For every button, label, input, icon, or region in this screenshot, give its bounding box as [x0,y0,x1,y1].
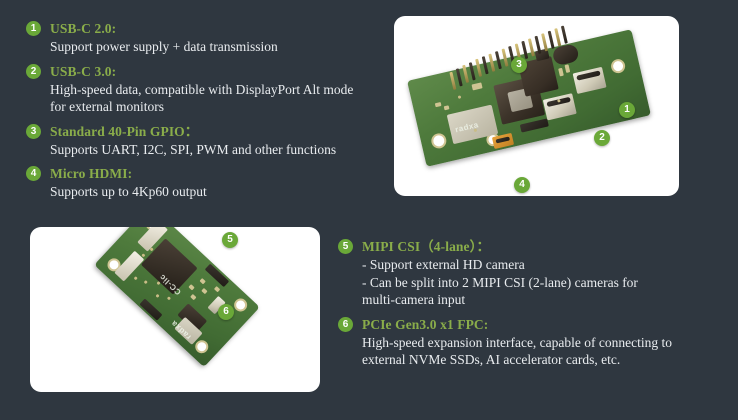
image-callout-4: 4 [514,177,530,193]
callout-badge-5: 5 [338,239,353,254]
spec-line: High-speed expansion interface, capable … [362,334,672,350]
spec-list-bottom: 5 MIPI CSI（4-lane）： - Support external H… [338,238,708,369]
spec-list-top: 1 USB-C 2.0: Support power supply + data… [26,20,376,201]
image-callout-6: 6 [218,304,234,320]
spec-title-usb-c-3: USB-C 3.0: [50,63,117,79]
photo-card-bottom: radxa CC-lic 5 6 [30,227,320,392]
spec-item-mipi-csi: 5 MIPI CSI（4-lane）： - Support external H… [338,238,708,309]
callout-badge-3: 3 [26,123,41,139]
spec-title-usb-c-2: USB-C 2.0: [50,21,117,36]
spec-item-usb-c-2: 1 USB-C 2.0: Support power supply + data… [26,20,376,56]
callout-badge-4: 4 [26,166,41,181]
spec-title-micro-hdmi: Micro HDMI: [50,166,133,181]
image-callout-1: 1 [619,102,635,118]
spec-item-pcie-fpc: 6 PCIe Gen3.0 x1 FPC: High-speed expansi… [338,316,708,369]
callout-badge-6: 6 [338,316,353,332]
spec-line: Supports up to 4Kp60 output [50,184,207,199]
spec-line: external NVMe SSDs, AI accelerator cards… [362,352,621,367]
image-callout-2: 2 [594,130,610,146]
callout-badge-1: 1 [26,21,41,36]
spec-item-usb-c-3: 2 USB-C 3.0: High-speed data, compatible… [26,63,376,116]
spec-line: - Can be split into 2 MIPI CSI (2-lane) … [362,274,638,290]
spec-body-gpio: Supports UART, I2C, SPI, PWM and other f… [50,141,376,159]
spec-item-micro-hdmi: 4 Micro HDMI: Supports up to 4Kp60 outpu… [26,165,376,201]
pcb-body-bottom: radxa CC-lic [94,227,260,368]
spec-line: for external monitors [50,99,164,114]
spec-body-mipi-csi: - Support external HD camera - Can be sp… [362,256,708,309]
spec-line: High-speed data, compatible with Display… [50,81,354,97]
spec-line: multi-camera input [362,292,466,307]
spec-title-mipi-csi: MIPI CSI（4-lane）： [362,239,491,254]
board-photo-bottom: radxa CC-lic 5 6 [30,227,320,392]
spec-body-usb-c-3: High-speed data, compatible with Display… [50,81,376,116]
spec-body-usb-c-2: Support power supply + data transmission [50,38,376,56]
spec-body-pcie-fpc: High-speed expansion interface, capable … [362,334,708,369]
spec-line: Support power supply + data transmission [50,39,278,54]
image-callout-5: 5 [222,232,238,248]
photo-card-top: radxa [394,16,679,196]
callout-badge-2: 2 [26,63,41,79]
board-photo-top: radxa [394,16,679,196]
spec-line: - Support external HD camera [362,257,525,272]
image-callout-3: 3 [511,57,527,73]
spec-title-pcie-fpc: PCIe Gen3.0 x1 FPC: [362,316,489,332]
spec-title-gpio: Standard 40-Pin GPIO： [50,123,199,139]
spec-line: Supports UART, I2C, SPI, PWM and other f… [50,141,337,157]
spec-body-micro-hdmi: Supports up to 4Kp60 output [50,183,376,201]
spec-item-gpio: 3 Standard 40-Pin GPIO： Supports UART, I… [26,123,376,159]
